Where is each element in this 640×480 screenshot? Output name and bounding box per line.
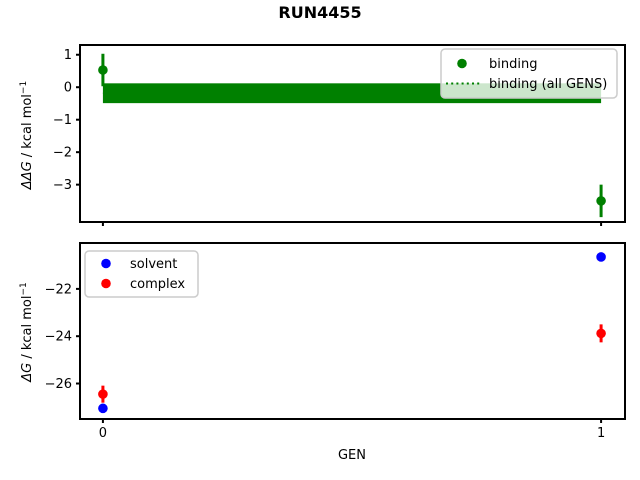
x-axis-label: GEN bbox=[337, 448, 366, 463]
complex-legend-marker bbox=[101, 278, 111, 289]
y-tick-label: −1 bbox=[53, 113, 72, 128]
binding-point bbox=[98, 65, 108, 75]
binding-legend-marker bbox=[457, 58, 467, 69]
y-tick-label: −22 bbox=[45, 282, 72, 297]
binding-point bbox=[596, 196, 606, 206]
y-tick-label: 0 bbox=[64, 81, 72, 96]
legend-box bbox=[440, 48, 618, 99]
legend-label: solvent bbox=[130, 257, 177, 272]
legend-label: complex bbox=[130, 277, 185, 292]
y-tick-label: −2 bbox=[53, 146, 72, 161]
solvent-point bbox=[98, 403, 108, 414]
figure-title: RUN4455 bbox=[278, 3, 362, 22]
legend-label: binding bbox=[489, 57, 537, 72]
y-tick-label: −3 bbox=[53, 178, 72, 193]
complex-point bbox=[98, 389, 108, 399]
legend-label: binding (all GENS) bbox=[489, 77, 607, 92]
solvent-legend-marker bbox=[101, 258, 111, 269]
x-tick-label: 1 bbox=[597, 426, 605, 441]
legend-box bbox=[84, 250, 199, 298]
solvent-point bbox=[596, 252, 606, 262]
y-tick-label: −24 bbox=[45, 330, 72, 345]
complex-point bbox=[596, 328, 606, 339]
y-tick-label: −26 bbox=[45, 377, 72, 392]
axes-spines bbox=[79, 44, 626, 223]
y-tick-label: 1 bbox=[64, 48, 72, 63]
axes-spines bbox=[79, 242, 626, 420]
x-tick-label: 0 bbox=[99, 426, 107, 441]
